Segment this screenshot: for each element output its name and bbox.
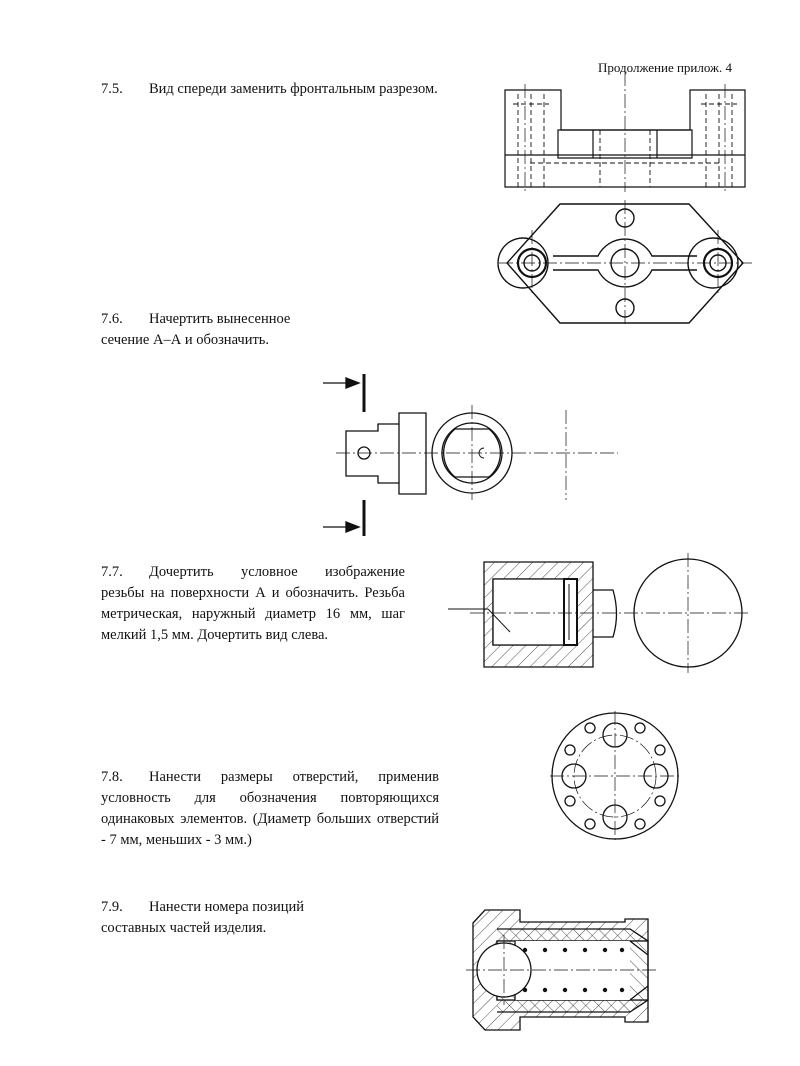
task-text-line1: Дочертить условное изображение	[149, 564, 405, 580]
task-7-9: 7.9. Нанести номера позиций составных час…	[101, 897, 304, 939]
drawing-7-9	[466, 910, 656, 1030]
drawing-7-5-front-view	[505, 72, 745, 192]
task-7-5: 7.5. Вид спереди заменить фронтальным раз…	[101, 79, 438, 100]
drawing-7-8	[550, 711, 680, 841]
task-number: 7.6.	[101, 311, 123, 327]
task-number: 7.8.	[101, 769, 123, 785]
drawing-7-5-top-view	[498, 200, 752, 327]
task-text-line1: Начертить вынесенное	[149, 311, 291, 327]
task-text-line1: Нанести размеры отверстий, применив	[149, 769, 439, 785]
task-7-7: 7.7. Дочертить условное изображение резьб…	[101, 562, 405, 646]
task-number: 7.7.	[101, 564, 123, 580]
task-text-line1: Нанести номера позиций	[149, 899, 305, 915]
task-number: 7.5.	[101, 81, 123, 97]
page-header: Продолжение прилож. 4	[598, 60, 733, 75]
task-text-rest: условность для обозначения повторяющихся…	[101, 790, 439, 848]
task-7-6: 7.6. Начертить вынесенное сечение А–А и о…	[101, 309, 290, 351]
task-text: Вид спереди заменить фронтальным разрезо…	[149, 81, 438, 97]
task-7-8: 7.8.Нанести размеры отверстий, применив …	[101, 767, 439, 851]
task-number: 7.9.	[101, 899, 123, 915]
task-text-rest: резьбы на поверхности А и обозначить. Ре…	[101, 585, 405, 643]
drawing-7-6	[323, 374, 618, 536]
task-text-line2: составных частей изделия.	[101, 920, 267, 936]
drawing-7-7	[448, 553, 750, 673]
task-text-line2: сечение А–А и обозначить.	[101, 332, 270, 348]
